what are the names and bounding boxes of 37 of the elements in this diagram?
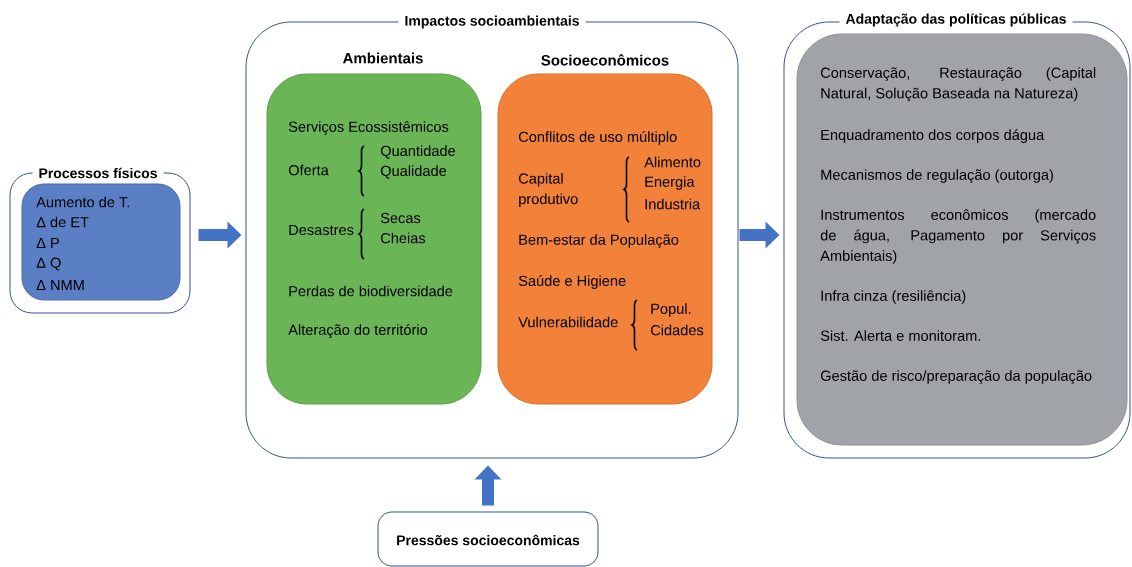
- paragraph: Gestão de risco/preparação da população: [820, 370, 1092, 384]
- list-item: Alteração do território: [288, 324, 428, 338]
- paragraph: Infra cinza (resiliência): [821, 290, 966, 304]
- list-item: Qualidade: [380, 165, 447, 179]
- list-item: Bem-estar da População: [519, 234, 679, 248]
- paragraph: Instrumentos econômicos (mercado de água, Pagamento por Serviços Ambientais): [820, 209, 1096, 264]
- list-item: Capital produtivo: [518, 172, 578, 208]
- list-item: Serviços Ecossistêmicos: [288, 121, 449, 135]
- box-heading: Ambientais: [342, 52, 423, 64]
- box-label: Pressões socioeconômicas: [397, 534, 580, 546]
- list-item: Industria: [645, 198, 701, 210]
- list-item: Oferta: [288, 164, 329, 176]
- list-item: Secas: [380, 212, 421, 224]
- paragraph: Conservação, Restauração (Capital Natural, Solução Baseada na Natureza): [820, 67, 1096, 102]
- paragraph: Mecanismos de regulação (outorga): [821, 169, 1053, 183]
- list-item: Δ Q: [36, 257, 61, 271]
- list-item: Δ de ET: [36, 216, 89, 228]
- list-item: Saúde e Higiene: [518, 275, 626, 289]
- list-item: Quantidade: [380, 145, 456, 159]
- paragraph: Enquadramento dos corpos dágua: [821, 129, 1045, 143]
- list-item: Perdas de biodiversidade: [289, 285, 453, 297]
- paragraph: Sist. Alerta e monitoram.: [820, 330, 981, 341]
- box-heading: Socioeconômicos: [541, 54, 669, 66]
- list-item: Popul.: [651, 303, 691, 317]
- list-item: Δ P: [36, 237, 59, 248]
- frame-title: Processos físicos: [32, 166, 164, 180]
- list-item: Energia: [645, 176, 695, 190]
- list-item: Conflitos de uso múltiplo: [518, 131, 677, 145]
- list-item: Vulnerabilidade: [518, 316, 618, 328]
- frame-title: Impactos socioambientais: [398, 14, 586, 30]
- list-item: Desastres: [289, 224, 354, 236]
- frame-title: Adaptação das políticas públicas: [839, 12, 1073, 28]
- list-item: Cidades: [650, 324, 704, 336]
- list-item: Cheias: [380, 232, 426, 244]
- list-item: Alimento: [644, 156, 701, 168]
- list-item: Δ NMM: [36, 279, 84, 290]
- list-item: Aumento de T.: [36, 196, 129, 208]
